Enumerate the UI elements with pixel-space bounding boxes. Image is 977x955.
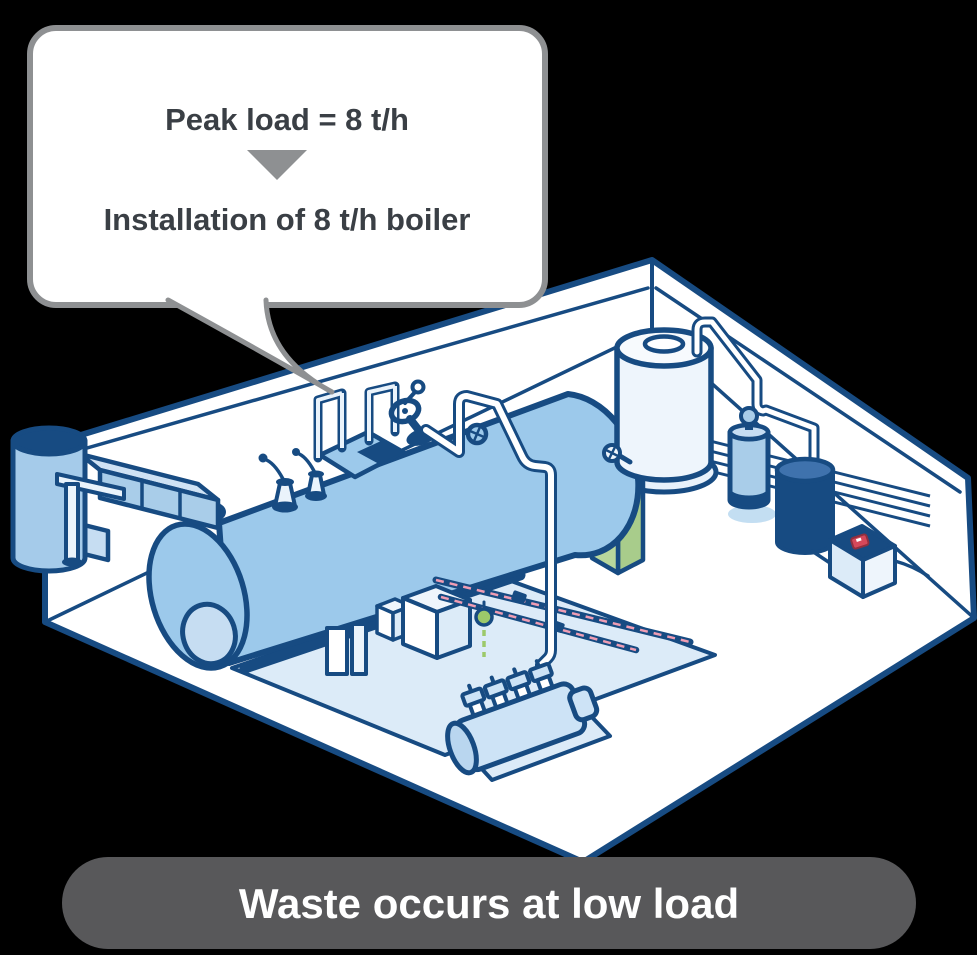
access-ladder	[55, 472, 126, 567]
burner-port	[180, 601, 238, 667]
tank-manhole	[642, 334, 686, 354]
control-wire	[810, 549, 930, 578]
gas-cylinder	[727, 406, 776, 523]
power-switch	[850, 533, 870, 550]
down-arrow-icon	[247, 150, 307, 180]
cylinder-valve-wheel	[739, 406, 759, 426]
level-gauge	[474, 600, 494, 657]
pump-skid	[325, 576, 694, 676]
safety-valve	[258, 453, 298, 513]
callout: Peak load = 8 t/h Installation of 8 t/h …	[27, 25, 548, 395]
support-post	[350, 622, 368, 676]
feedwater-tank	[602, 327, 714, 483]
caption-banner: Waste occurs at low load	[62, 857, 916, 949]
fuel-drum	[774, 456, 836, 555]
safety-valve	[292, 448, 327, 501]
callout-tail	[165, 297, 335, 395]
steam-pipe	[420, 390, 557, 680]
deck-hatch	[357, 441, 403, 464]
caption-text: Waste occurs at low load	[239, 880, 739, 927]
caption-pill	[62, 857, 916, 949]
support-post	[325, 626, 349, 676]
shell-valve-wheel	[465, 422, 489, 446]
tank-side-valve	[602, 443, 633, 465]
pipe-clamp	[511, 590, 527, 604]
fuel-line	[432, 576, 694, 654]
feed-pump-cabinet	[401, 584, 472, 660]
steam-header	[445, 659, 612, 782]
callout-line2: Installation of 8 t/h boiler	[104, 202, 471, 237]
callout-line1: Peak load = 8 t/h	[165, 102, 409, 137]
control-box	[810, 524, 930, 599]
